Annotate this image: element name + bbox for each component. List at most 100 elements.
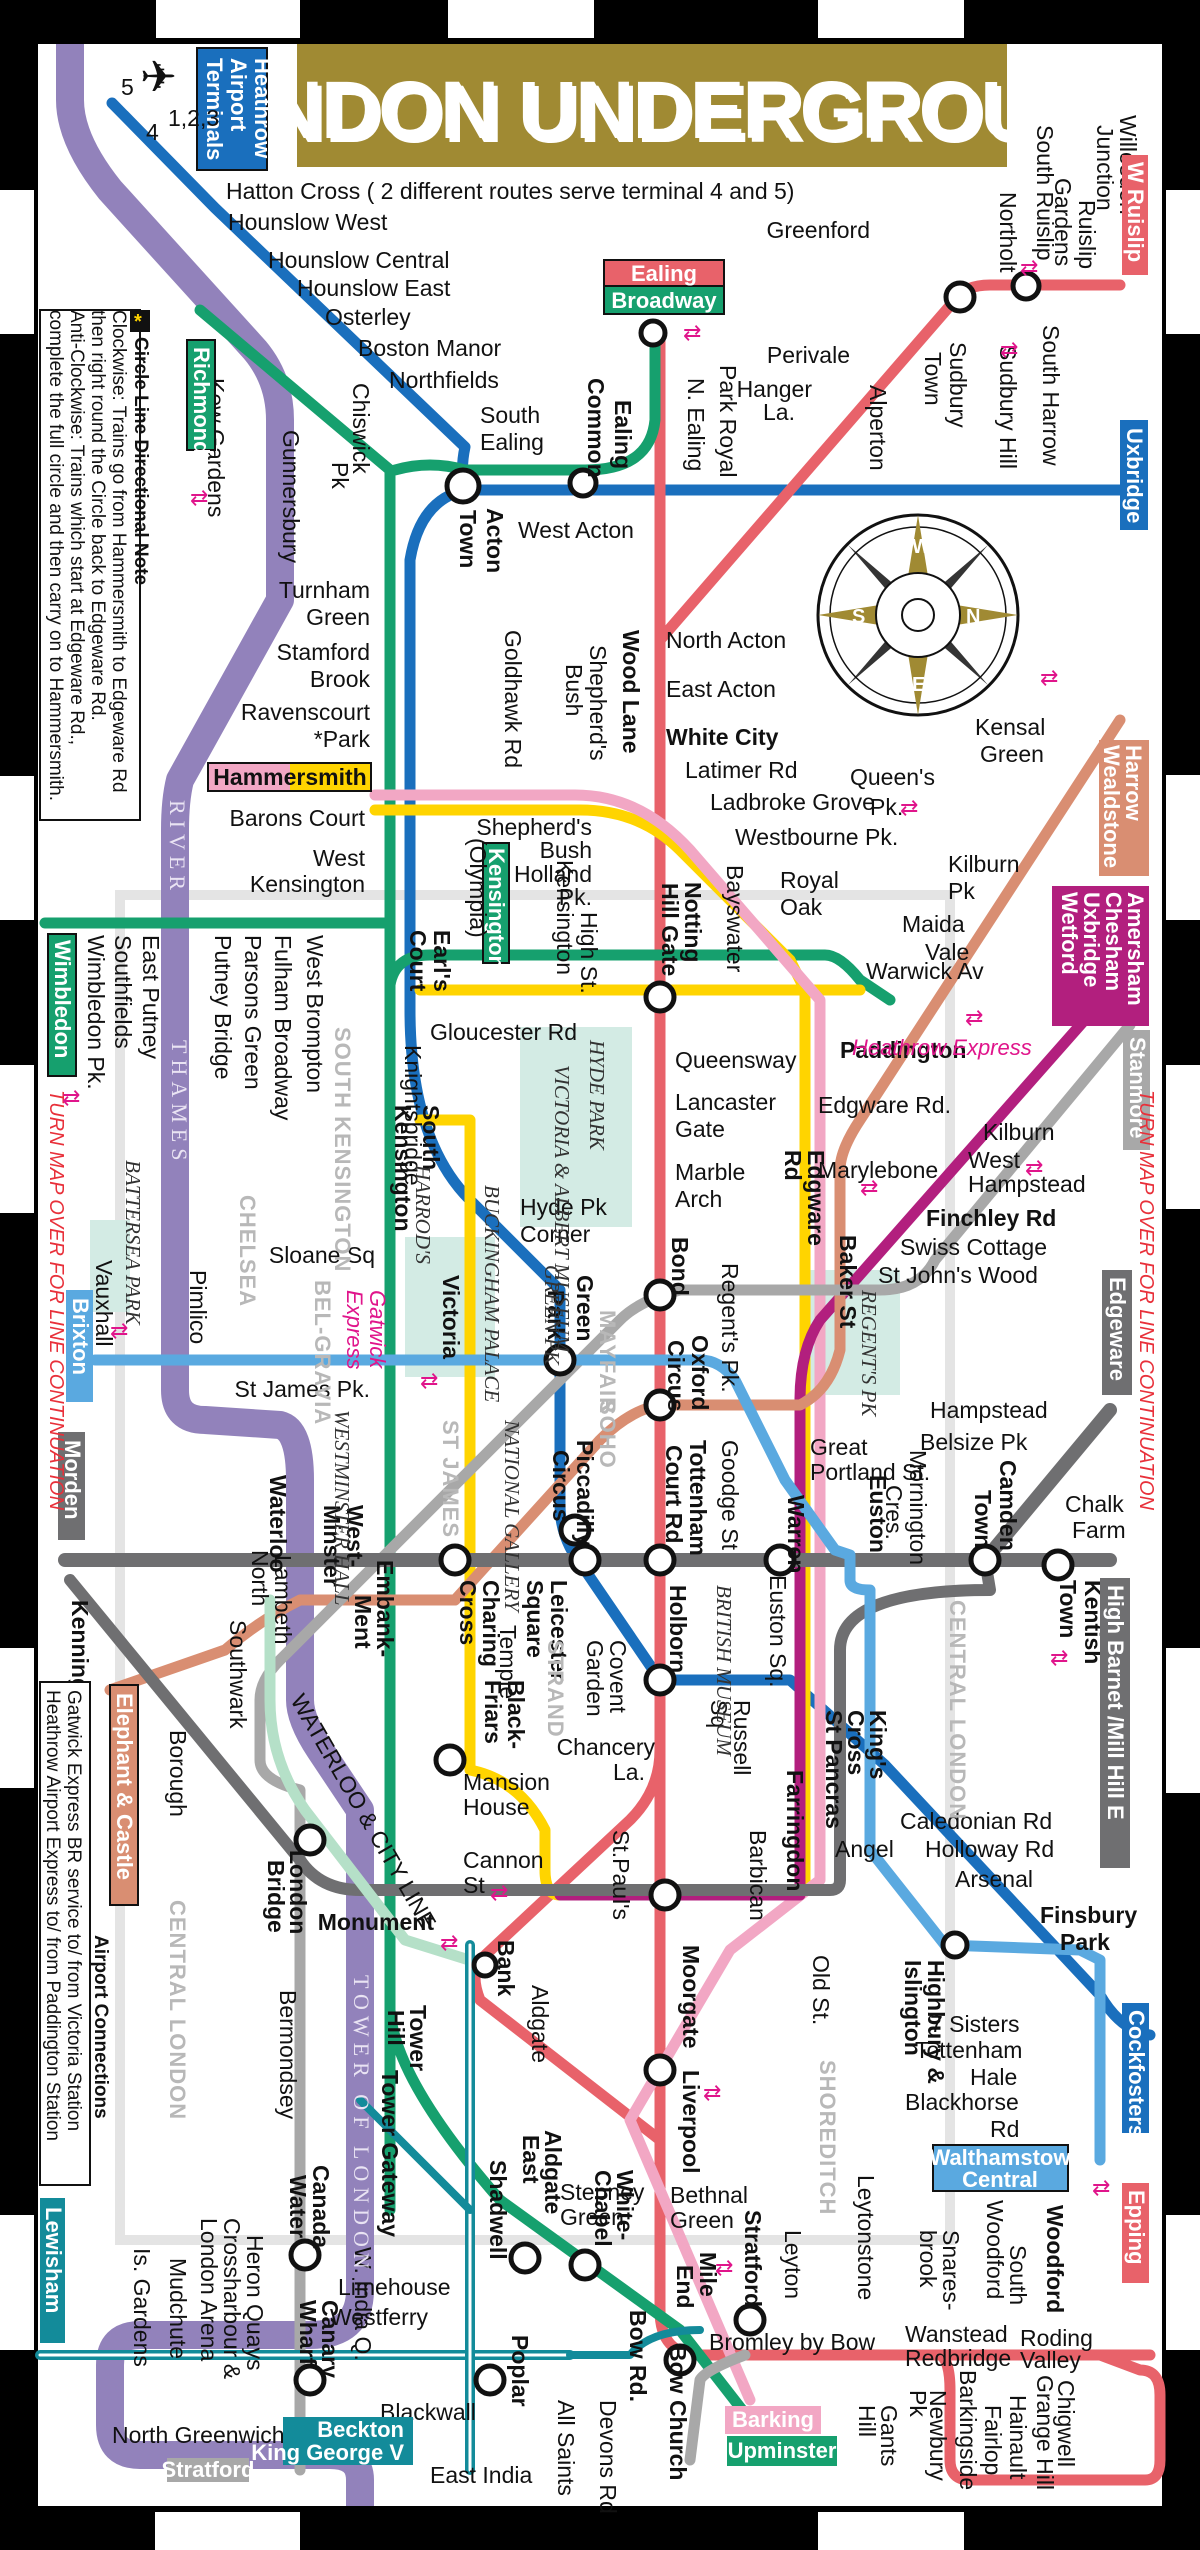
badge-brixton[interactable]: Brixton [66,1290,93,1402]
badge-barking[interactable]: Barking [725,2406,821,2434]
badge-w-ruislip[interactable]: W Ruislip [1122,155,1148,275]
map-label: Cross [455,1580,481,1645]
map-label: Barbican [745,1830,771,1921]
badge-upminster[interactable]: Upminster [727,2436,837,2466]
map-label: Fairlop [980,2405,1006,2475]
map-label: Square [522,1580,548,1658]
map-label: Hainault [1005,2395,1031,2480]
map-label: ⇄ [1092,2175,1110,2200]
map-label: Northolt [995,192,1021,273]
map-label: Kensington [250,871,365,897]
map-label: Moorgate [678,1945,704,2049]
map-label: King's [865,1710,891,1779]
map-label: Kensal [975,714,1045,740]
map-label: Bethnal [670,2182,748,2208]
map-label: Cross [843,1710,869,1775]
map-label: Junction [1092,125,1118,211]
map-label: London Arena [196,2218,222,2361]
badge-kensington-olympia[interactable]: Kensington (Olympia) [465,838,510,969]
map-label: W Ruislip [1123,162,1148,262]
map-label: Heron Quays [242,2235,268,2371]
map-label: CENTRAL LONDON [945,1600,970,1820]
map-label: Earl's [429,930,455,992]
map-label: Brixton [68,1298,93,1375]
badge-stratford-jubilee[interactable]: Stratford [162,2457,255,2482]
map-label: Hounslow Central [268,247,450,273]
map-label: North Greenwich [112,2422,285,2448]
map-label: Royal [780,867,839,893]
badge-beckton[interactable]: Beckton King George V [251,2417,413,2465]
map-label: Friars [480,1680,506,1744]
terminus-badges[interactable]: W Ruislip Uxbridge Richmond Ealing Broad… [40,155,1150,2482]
interchange-markers [288,270,1075,2397]
map-label: Southwark [225,1620,251,1729]
map-label: Gatwick Express BR service to/ from Vict… [63,1690,84,2131]
map-label: Maida [902,911,965,937]
map-label: Canada [308,2165,334,2248]
map-label: Caledonian Rd [900,1808,1052,1834]
badge-ealing-broadway[interactable]: Ealing Broadway [603,259,725,315]
map-label: Green [306,604,370,630]
map-label: Devons Rd [595,2400,621,2514]
map-label: STRAND [543,1640,568,1738]
map-label: Rd [780,1150,806,1181]
map-label: Putney Bridge [210,935,236,1079]
line-hammersmith-city [369,789,826,2406]
badge-hammersmith[interactable]: Hammersmith [207,762,372,792]
map-label: Holborn [665,1585,691,1673]
map-label: Euston Sq. [765,1575,791,1688]
badge-morden[interactable]: Morden [58,1432,85,1540]
map-label: Hampstead [930,1397,1048,1423]
map-label: High St. [576,912,602,994]
map-label: BEL-GRAVIA [310,1280,335,1425]
map-label: Swiss Cottage [900,1234,1047,1260]
badge-walthamstow[interactable]: Walthamstow Central [930,2144,1072,2192]
map-label: Terminals [202,58,227,160]
map-label: Goldhawk Rd [500,630,526,768]
badge-elephant-castle[interactable]: Elephant & Castle [109,1684,139,1906]
map-label: Lancaster [675,1089,776,1115]
map-label: Holloway Rd [925,1836,1054,1862]
map-label: Hounslow West [228,209,388,235]
map-label: Kensington [484,848,509,969]
badge-richmond[interactable]: Richmond [186,339,216,455]
map-label: ⇄ [965,1005,983,1030]
map-label: Camden [995,1460,1021,1551]
map-label: Upminster [728,2438,837,2463]
map-label: Minster [319,1505,345,1587]
map-label: NATIONAL GALLERY [500,1419,524,1614]
map-label: Brook [310,666,371,692]
map-label: S [852,606,865,628]
badge-amersham[interactable]: Amersham Chesham Uxbridge Wetford [1052,886,1149,1026]
badge-uxbridge[interactable]: Uxbridge [1120,420,1148,530]
circle-line-note: * Circle Line Directional Note Clockwise… [39,309,151,821]
map-label: SOHO [595,1400,620,1469]
map-label: LONDON UNDERGROUND [158,69,1156,160]
map-label: W. India Q. [350,2247,376,2361]
map-label: Barons Court [229,805,365,831]
map-label: Kensington [552,860,578,975]
badge-epping[interactable]: Epping [1122,2183,1149,2283]
map-label: ⇄ [1000,337,1018,362]
map-label: Edgware Rd. [818,1092,951,1118]
badge-harrow-wealdstone[interactable]: Harrow Wealdstone [1099,740,1149,876]
map-label: Circus [548,1450,574,1522]
badge-wimbledon[interactable]: Wimbledon [47,933,77,1077]
map-label: Queensway [675,1047,797,1073]
map-label: ⇄ [110,1318,128,1343]
map-label: Bank [493,1940,519,1996]
badge-cockfosters[interactable]: Cockfosters [1122,2003,1149,2137]
map-label: ⇄ [420,1368,438,1393]
badge-stanmore[interactable]: Stanmore [1123,1030,1150,1150]
map-label: Monument [318,1909,435,1935]
line-metropolitan [794,974,1126,1896]
map-label: VICTORIA & ALBERT MUSEUM [550,1065,574,1354]
badge-edgeware[interactable]: Edgeware [1102,1270,1132,1395]
map-label: Anti-Clockwise: Trains which start at Ed… [66,310,87,745]
map-label: Town [1055,1580,1081,1638]
map-label: Edgware [803,1150,829,1246]
map-label: Oxford [687,1335,713,1410]
heathrow-terminals-badge[interactable]: Heathrow Airport Terminals [196,47,275,171]
badge-high-barnet[interactable]: High Barnet /Mill Hill E [1100,1578,1130,1868]
badge-lewisham[interactable]: Lewisham [40,2198,66,2343]
